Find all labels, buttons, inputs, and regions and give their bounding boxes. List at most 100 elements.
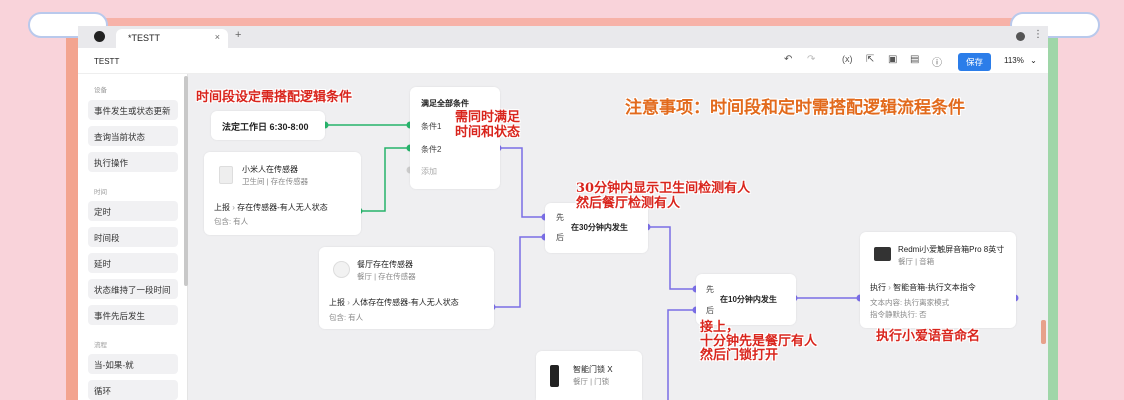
node-bathroom-sensor[interactable]: 小米人在传感器 卫生间 | 存在传感器 上报 › 存在传感器-有人无人状态 包含… [204, 152, 361, 235]
export-icon[interactable]: ⇱ [866, 54, 875, 65]
sensor2-device-icon [333, 261, 350, 278]
info-icon[interactable]: ⓘ [932, 58, 942, 69]
sidebar-item-period[interactable]: 时间段 [88, 227, 178, 247]
frame-left-border [66, 22, 78, 400]
sensor1-room: 卫生间 | 存在传感器 [242, 177, 309, 186]
sidebar-item-execute[interactable]: 执行操作 [88, 152, 178, 172]
sidebar-section-device: 设备 [94, 87, 107, 94]
sensor2-event: 人体存在传感器-有人无人状态 [352, 298, 459, 307]
node-sequence-30min[interactable]: 先 后 在30分钟内发生 [545, 203, 648, 253]
frame-top-border [70, 18, 1054, 26]
zoom-select[interactable]: 113% ⌄ [1004, 56, 1037, 65]
condition-title: 满足全部条件 [421, 99, 469, 108]
speaker-room: 餐厅 | 音箱 [898, 257, 935, 266]
new-tab-icon[interactable]: + [235, 29, 242, 41]
speaker-action-row[interactable]: 执行 › 智能音箱-执行文本指令 [870, 282, 976, 293]
app-logo-icon [94, 31, 105, 42]
sensor2-name: 餐厅存在传感器 [357, 260, 413, 269]
sidebar-section-time: 时间 [94, 189, 107, 196]
condition-add[interactable]: 添加 [421, 167, 437, 176]
sensor1-report: 上报 [214, 203, 230, 212]
tab-title: *TESTT [128, 33, 161, 43]
annotation-10min-line3: 然后门锁打开 [700, 348, 779, 363]
sensor2-room: 餐厅 | 存在传感器 [357, 272, 416, 281]
annotation-10min-line1: 接上， [700, 320, 740, 335]
node-workday-timerange[interactable]: 法定工作日 6:30-8:00 [211, 111, 325, 140]
redo-icon[interactable]: ↷ [807, 54, 816, 65]
sensor1-event-row[interactable]: 上报 › 存在传感器-有人无人状态 [214, 202, 328, 213]
help-icon[interactable] [1016, 32, 1025, 41]
speaker-text-content: 文本内容: 执行离家模式 [870, 298, 950, 307]
annotation-30min-line2: 然后餐厅检测有人 [576, 196, 681, 211]
chevron-down-icon: ⌄ [1030, 56, 1037, 65]
annotation-10min-line2: 十分钟先是餐厅有人 [700, 334, 818, 349]
node-door-lock[interactable]: 智能门锁 X 餐厅 | 门锁 [536, 351, 642, 400]
sidebar: 设备 事件发生或状态更新 查询当前状态 执行操作 时间 定时 时间段 延时 状态… [78, 74, 188, 400]
sensor1-event: 存在传感器-有人无人状态 [237, 203, 328, 212]
sidebar-scrollbar[interactable] [184, 76, 188, 286]
annotation-caution: 注意事项：时间段和定时需搭配逻辑流程条件 [625, 98, 965, 118]
lock-device-icon [550, 365, 559, 387]
sensor1-name: 小米人在传感器 [242, 165, 298, 174]
document-icon[interactable]: ▤ [910, 54, 920, 65]
seq2-after-label: 后 [706, 306, 714, 315]
chevron-right-icon: › [232, 203, 235, 212]
sidebar-item-state-duration[interactable]: 状态维持了一段时间 [88, 279, 178, 299]
node-dining-sensor[interactable]: 餐厅存在传感器 餐厅 | 存在传感器 上报 › 人体存在传感器-有人无人状态 包… [319, 247, 494, 329]
annotation-both-conditions: 需同时满足 时间和状态 [455, 110, 520, 140]
annotation-both-conditions-line2: 时间和状态 [455, 125, 521, 140]
frame-right-border [1046, 22, 1058, 400]
seq2-title: 在10分钟内发生 [720, 295, 777, 304]
sensor2-contains: 包含: 有人 [329, 313, 364, 322]
sidebar-item-delay[interactable]: 延时 [88, 253, 178, 273]
node-sequence-10min[interactable]: 先 后 在10分钟内发生 [696, 274, 796, 325]
workday-label: 法定工作日 6:30-8:00 [222, 122, 309, 132]
annotation-30min-line1: 30分钟内显示卫生间检测有人 [576, 181, 751, 196]
node-xiaoai-speaker[interactable]: Redmi小爱触屏音箱Pro 8英寸 餐厅 | 音箱 执行 › 智能音箱-执行文… [860, 232, 1016, 328]
speaker-exec: 执行 [870, 283, 886, 292]
seq2-first-label: 先 [706, 285, 714, 294]
sensor-device-icon [219, 166, 233, 184]
sidebar-item-event[interactable]: 事件发生或状态更新 [88, 100, 178, 120]
chevron-right-icon: › [347, 298, 350, 307]
sensor1-contains: 包含: 有人 [214, 217, 249, 226]
tab-testt[interactable]: *TESTT × [116, 29, 228, 48]
annotation-xiaoai: 执行小爱语音命名 [876, 329, 981, 344]
chevron-right-icon: › [888, 283, 891, 292]
toolbar: TESTT ↶ ↷ (x) ⇱ ▣ ▤ ⓘ 保存 113% ⌄ [78, 48, 1048, 74]
text-icon[interactable]: ▣ [888, 54, 898, 65]
tab-bar: *TESTT × + ⋮ [78, 26, 1048, 48]
speaker-action: 智能音箱-执行文本指令 [893, 283, 976, 292]
sidebar-item-when-if-then[interactable]: 当-如果-就 [88, 354, 178, 374]
sidebar-section-flow: 流程 [94, 342, 107, 349]
annotation-30min: 30分钟内显示卫生间检测有人 然后餐厅检测有人 [576, 181, 750, 211]
seq1-after-label: 后 [556, 233, 564, 242]
sidebar-item-loop[interactable]: 循环 [88, 380, 178, 400]
lock-room: 餐厅 | 门锁 [573, 377, 610, 386]
annotation-10min: 接上， 十分钟先是餐厅有人 然后门锁打开 [700, 321, 817, 363]
variable-icon[interactable]: (x) [842, 54, 853, 64]
page-title: TESTT [94, 57, 120, 66]
sidebar-item-sequence[interactable]: 事件先后发生 [88, 305, 178, 325]
sensor2-event-row[interactable]: 上报 › 人体存在传感器-有人无人状态 [329, 297, 459, 308]
speaker-silent: 指令静默执行: 否 [870, 310, 927, 319]
condition-2[interactable]: 条件2 [421, 145, 442, 154]
sidebar-item-timer[interactable]: 定时 [88, 201, 178, 221]
canvas-resize-handle[interactable] [1041, 320, 1046, 344]
speaker-device-icon [874, 247, 891, 261]
speaker-name: Redmi小爱触屏音箱Pro 8英寸 [898, 245, 1005, 254]
undo-icon[interactable]: ↶ [784, 54, 793, 65]
save-button[interactable]: 保存 [958, 53, 992, 71]
seq1-first-label: 先 [556, 213, 564, 222]
node-all-conditions[interactable]: 满足全部条件 条件1 条件2 添加 [410, 87, 500, 189]
lock-name: 智能门锁 X [573, 365, 613, 374]
sensor2-report: 上报 [329, 298, 345, 307]
annotation-time-range-note: 时间段设定需搭配逻辑条件 [196, 90, 353, 105]
zoom-value: 113% [1004, 56, 1024, 65]
close-tab-icon[interactable]: × [214, 32, 220, 42]
more-options-icon[interactable]: ⋮ [1033, 29, 1043, 40]
annotation-both-conditions-line1: 需同时满足 [455, 110, 521, 125]
condition-1[interactable]: 条件1 [421, 122, 442, 131]
sidebar-item-query[interactable]: 查询当前状态 [88, 126, 178, 146]
seq1-title: 在30分钟内发生 [571, 223, 628, 232]
